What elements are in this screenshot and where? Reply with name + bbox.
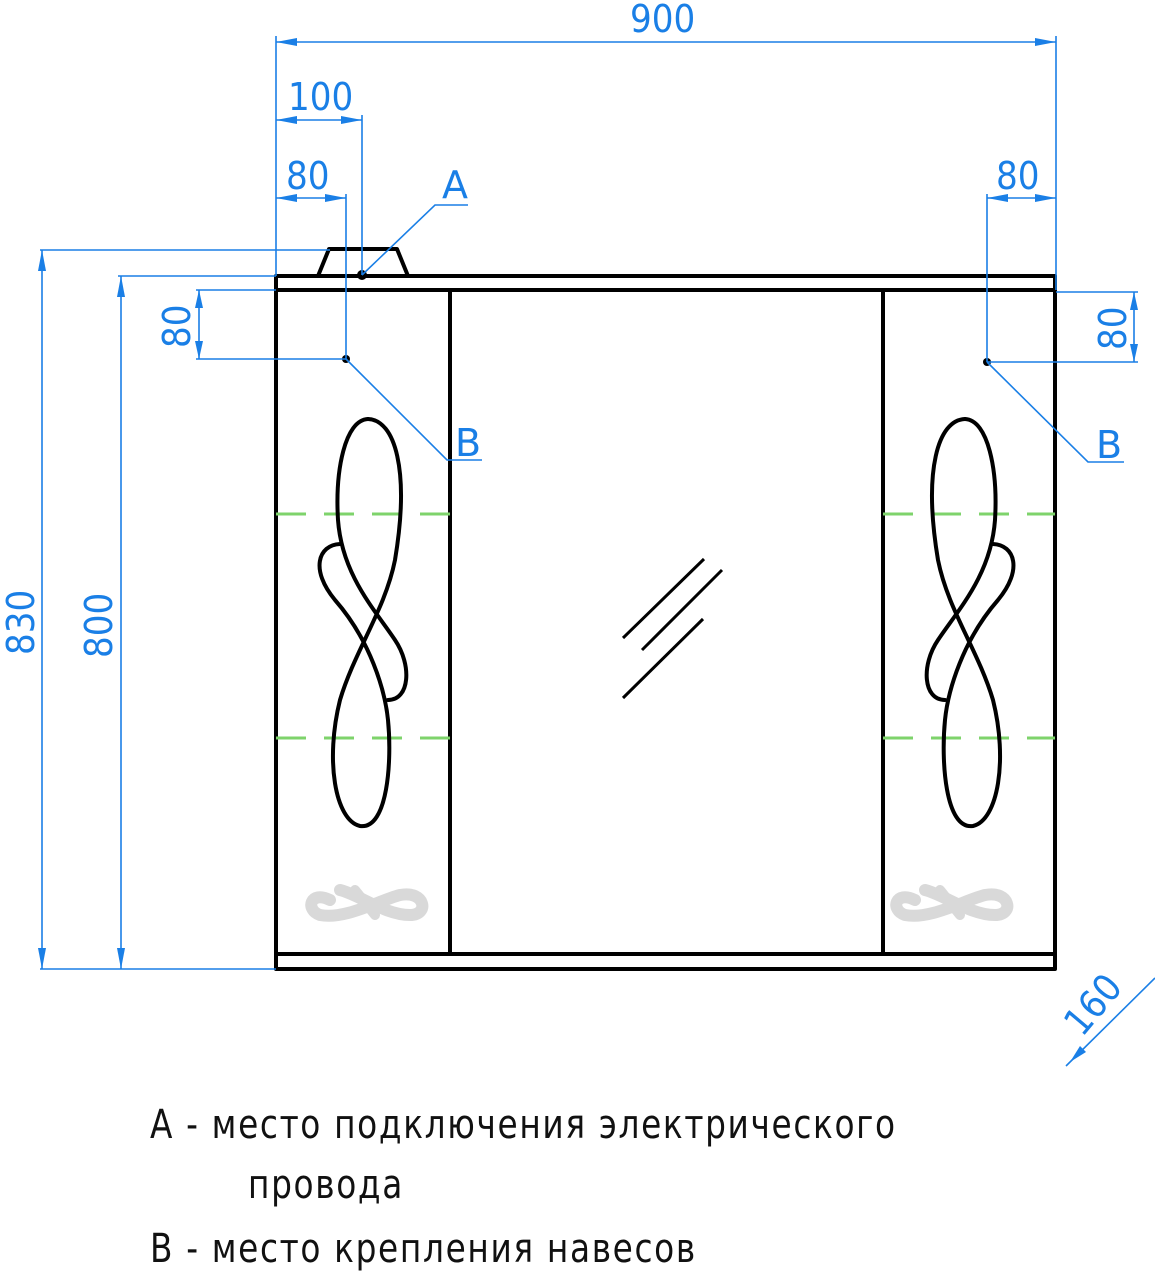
- hinge-lines: [276, 512, 1055, 740]
- dim-offset-a: 100: [288, 75, 353, 119]
- dim-b-right-from-top: 80: [1091, 307, 1135, 351]
- left-ornament-icon: [317, 417, 409, 829]
- dim-depth: 160: [1055, 966, 1131, 1044]
- dim-overall-height: 830: [0, 590, 43, 655]
- right-bottom-ornament-icon: [890, 884, 1014, 922]
- marker-b-right-label: B: [1096, 423, 1122, 467]
- legend-line-b: В - место крепления навесов: [150, 1226, 697, 1272]
- top-cornice: [274, 274, 1057, 292]
- legend-line-a-cont: провода: [248, 1162, 404, 1208]
- dim-overall-width: 900: [630, 0, 695, 41]
- cabinet-body: [274, 288, 1057, 956]
- marker-b-left-label: B: [455, 421, 481, 465]
- lamp-housing: [316, 247, 410, 277]
- left-bottom-ornament-icon: [305, 884, 429, 922]
- dim-b-left-from-top: 80: [155, 305, 199, 349]
- dim-body-height: 800: [77, 593, 121, 658]
- dim-offset-b-right: 80: [996, 154, 1040, 198]
- dimension-lines: [38, 36, 1155, 1067]
- right-ornament-icon: [924, 417, 1016, 829]
- dim-offset-b-left: 80: [286, 154, 330, 198]
- mirror-glare-icon: [621, 557, 724, 700]
- cabinet-outline: [274, 247, 1057, 971]
- marker-a-label: A: [442, 163, 468, 207]
- bottom-plinth: [274, 952, 1057, 971]
- legend-line-a: A - место подключения электрического: [150, 1102, 897, 1148]
